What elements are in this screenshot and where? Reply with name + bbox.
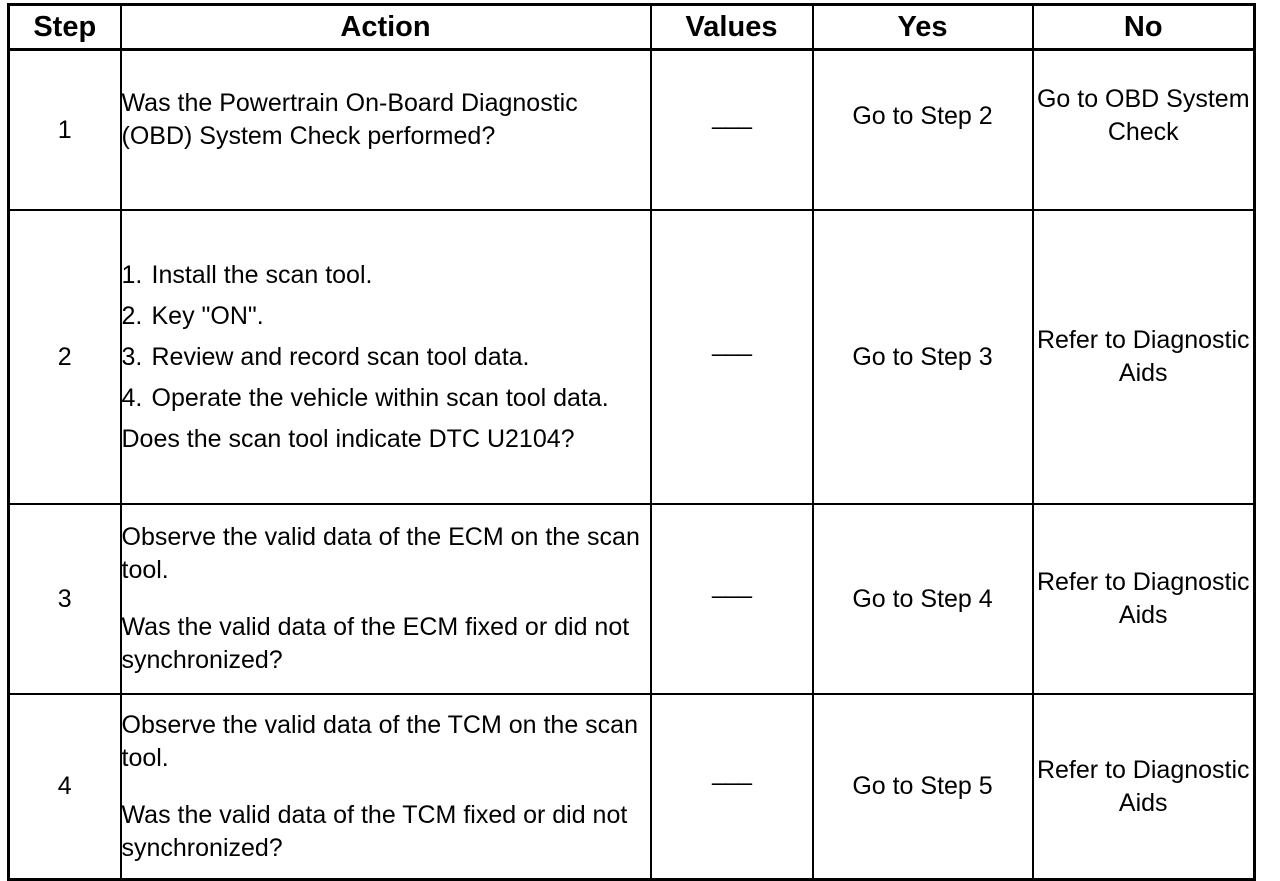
table-row-step-3: 3 Observe the valid data of the ECM on t… [7,503,1256,695]
action-text: Was the Powertrain On-Board Diagnostic (… [121,89,578,150]
header-row: Step Action Values Yes No [7,3,1256,51]
step-number: 2 [7,209,122,505]
values-text: ___ [712,570,752,599]
step-number: 1 [7,48,122,211]
action-cell: Observe the valid data of the ECM on the… [119,503,652,695]
no-cell: Refer to Diagnostic Aids [1031,209,1256,505]
table-row-step-2: 2 1.Install the scan tool. 2.Key "ON". 3… [7,209,1256,505]
table-row-step-1: 1 Was the Powertrain On-Board Diagnostic… [7,48,1256,211]
values-text: ___ [712,101,752,130]
values-cell: ___ [649,209,814,505]
values-text: ___ [712,328,752,357]
no-cell: Go to OBD System Check [1031,48,1256,211]
action-cell: 1.Install the scan tool. 2.Key "ON". 3.R… [119,209,652,505]
diagnostic-table: Step Action Values Yes No 1 Was the Powe… [7,3,1256,881]
list-item: 4.Operate the vehicle within scan tool d… [121,383,609,412]
list-item: 2.Key "ON". [121,301,264,330]
action-cell: Observe the valid data of the TCM on the… [119,693,652,881]
header-values: Values [649,3,814,51]
list-item: 1.Install the scan tool. [121,260,373,289]
yes-cell: Go to Step 4 [811,503,1034,695]
step-number: 3 [7,503,122,695]
values-cell: ___ [649,693,814,881]
action-text: Observe the valid data of the TCM on the… [121,710,639,772]
action-steps-list: 1.Install the scan tool. 2.Key "ON". 3.R… [122,259,650,415]
yes-cell: Go to Step 2 [811,48,1034,211]
action-text: Observe the valid data of the ECM on the… [121,523,640,584]
action-question: Was the valid data of the ECM fixed or d… [121,613,630,674]
values-cell: ___ [649,48,814,211]
values-text: ___ [712,758,752,786]
list-item: 3.Review and record scan tool data. [121,342,530,371]
header-yes: Yes [811,3,1034,51]
no-cell: Refer to Diagnostic Aids [1031,503,1256,695]
values-cell: ___ [649,503,814,695]
action-cell: Was the Powertrain On-Board Diagnostic (… [119,48,652,211]
action-question: Does the scan tool indicate DTC U2104? [121,424,575,453]
table-row-step-4: 4 Observe the valid data of the TCM on t… [7,693,1256,881]
no-cell: Refer to Diagnostic Aids [1031,693,1256,881]
header-action: Action [119,3,652,51]
header-no: No [1031,3,1256,51]
yes-cell: Go to Step 3 [811,209,1034,505]
step-number: 4 [7,693,122,881]
yes-cell: Go to Step 5 [811,693,1034,881]
action-question: Was the valid data of the TCM fixed or d… [121,800,628,862]
header-step: Step [7,3,122,51]
